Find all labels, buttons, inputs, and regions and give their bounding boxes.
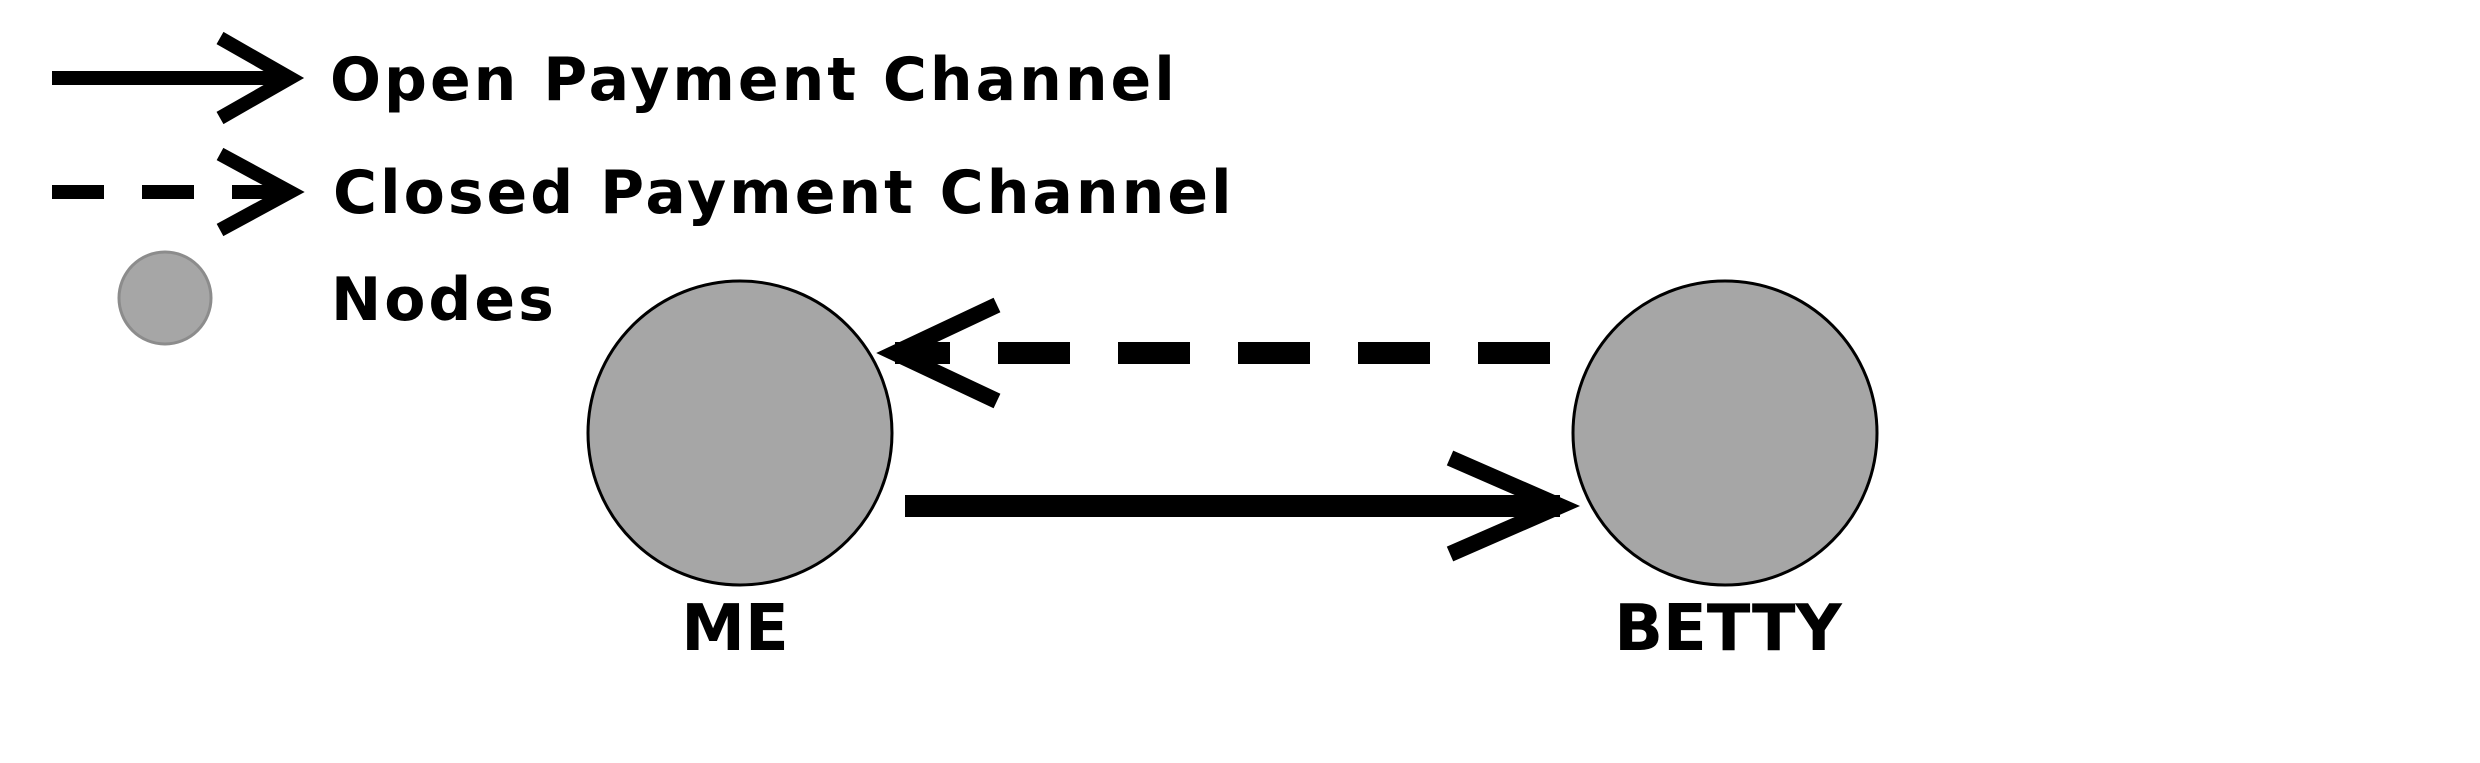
node-me: ME [586, 279, 894, 666]
node-me-label: ME [681, 592, 788, 666]
legend-open-channel-label: Open Payment Channel [330, 45, 1178, 115]
edge-closed-channel-betty-to-me [876, 297, 1550, 409]
gray-circle-icon [117, 250, 213, 346]
node-me-circle [586, 279, 894, 587]
legend-nodes-label: Nodes [331, 265, 557, 335]
edge-open-channel-me-to-betty [905, 450, 1581, 562]
legend-nodes: Nodes [117, 250, 557, 346]
node-betty-label: BETTY [1614, 592, 1842, 666]
legend-open-channel: Open Payment Channel [52, 31, 1178, 125]
node-betty-circle [1571, 279, 1879, 587]
solid-arrow-icon [52, 31, 305, 125]
legend-closed-channel-label: Closed Payment Channel [333, 158, 1235, 228]
dashed-arrow-icon [52, 147, 305, 237]
node-betty: BETTY [1571, 279, 1879, 666]
legend-closed-channel: Closed Payment Channel [52, 147, 1235, 237]
